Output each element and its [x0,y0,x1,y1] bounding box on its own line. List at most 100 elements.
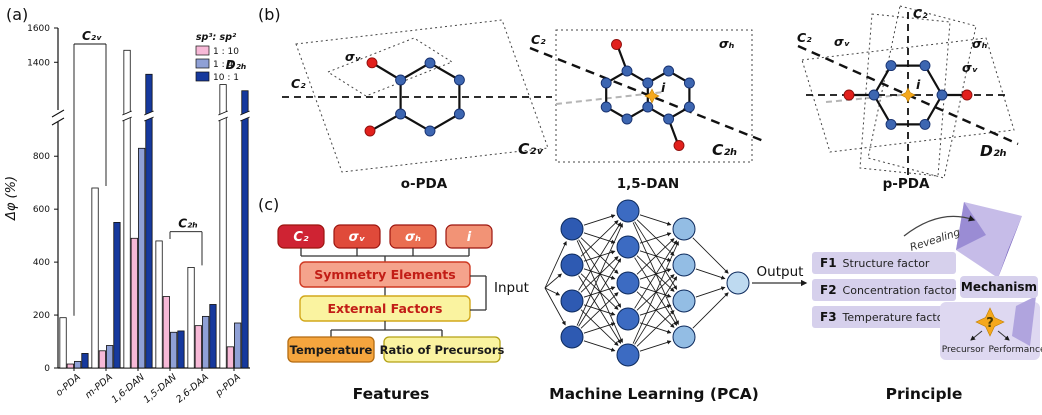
legend-label: 10 : 1 [213,73,239,83]
precursor-label: Precursor [942,345,985,355]
bar [162,296,170,369]
nn-edge [636,255,675,292]
panel-c-flow-diagram: C₂ σᵥ σₕ i Symmetry Elements External Fa… [277,199,1042,403]
temperature-box [287,336,375,363]
circle [642,77,654,89]
y-axis-title: Δφ (%) [4,176,19,221]
bar-break-icon [122,110,132,122]
arrow-to-precursor [970,330,983,341]
x-category-label: 2,6-DAA [174,372,211,405]
c2-axis-label: C₂ [291,76,306,91]
y-tick-label: 200 [33,311,50,321]
nn-node [560,253,584,277]
y-tick-label: 400 [33,258,50,268]
legend-swatch [195,71,210,82]
nn-edge [639,322,672,334]
circle [868,89,880,101]
amine-atoms [364,57,378,137]
symmetry-chips: C₂ σᵥ σₕ i [277,224,493,249]
ratio-box [383,336,501,363]
nn-node [616,235,640,259]
performance-label: Performance [988,345,1042,355]
legend-label: 1 : 10 [213,47,239,57]
nn-node [560,289,584,313]
bar [59,317,67,369]
nn-edge [634,221,678,290]
point-group-label: C₂ᵥ [518,140,544,158]
circle [961,89,973,101]
tspan: F1 [820,256,837,270]
factor-row-text: F1 Structure factor [820,256,930,270]
tspan: Temperature factor [842,311,949,324]
chip-i-label: i [467,230,472,245]
bar [123,49,131,369]
nn-edge [583,232,616,244]
y-tick-label: 1600 [27,24,50,34]
tspan: Structure factor [843,257,930,270]
molecule-1-5-dan: i C₂ σₕ C₂ₕ 1,5-DAN [529,29,767,192]
nn-node [672,325,696,349]
nn-edge [578,275,622,344]
arrow-to-performance [997,330,1010,341]
symmetry-elements-label: Symmetry Elements [314,267,455,282]
nn-edge [692,292,729,329]
nn-node [672,253,696,277]
nn-edge [578,258,622,327]
nn-edge [578,222,622,291]
nn-edge [578,239,622,308]
nn-edge [544,273,562,289]
bar-break-mask [240,111,250,121]
nn-edge [636,310,675,347]
x-category-label: 1,5-DAN [142,372,179,406]
temperature-label: Temperature [290,343,373,357]
bar-break-mask [218,111,228,121]
nn-edge [695,286,726,298]
circle [683,101,695,113]
bar [113,222,121,369]
carbon-atoms [868,60,948,130]
annotation-bracket [73,43,107,316]
nn-edge [583,304,616,316]
bar [155,240,163,369]
bar [170,331,178,369]
inversion-center-icon [644,88,660,104]
nn-edge [576,223,623,326]
nn-edge [580,220,619,257]
nn-edge [580,237,619,274]
nn-edge [544,287,566,326]
factor-row [812,252,956,274]
nn-edge [580,273,619,310]
inversion-center-label: i [916,77,921,92]
annotation-bracket [169,231,203,266]
axis-back-segment [825,93,913,103]
circle [395,74,407,86]
inversion-center-label: i [661,80,666,95]
circle [366,57,378,69]
origami-fold-icon [1012,296,1036,346]
bar-break-icon [240,110,250,122]
input-bracket [470,275,487,311]
bar [226,346,234,369]
input-label: Input [494,280,529,296]
origami-fold-icon [998,216,1022,278]
nn-edge [580,292,619,329]
c2-diagonal-label: C₂ [797,30,812,45]
circle [364,125,376,137]
amine-atoms [611,39,685,151]
circle [885,60,897,72]
revealing-label: Revealing [908,226,961,254]
factor-row [812,279,956,301]
point-group-annotation: C₂ₕ [178,217,198,231]
chip-sigma-h-label: σₕ [405,230,421,245]
bar [66,363,74,369]
bar [106,345,114,369]
y-axis-break-icon [51,109,65,126]
point-group-label: D₂ₕ [980,142,1007,160]
carbon-atoms [600,65,695,125]
tspan: F2 [820,283,837,297]
bar [145,73,153,369]
x-category-label: p-PDA [213,372,243,400]
nn-node [726,271,750,295]
nn-edge [634,257,678,326]
